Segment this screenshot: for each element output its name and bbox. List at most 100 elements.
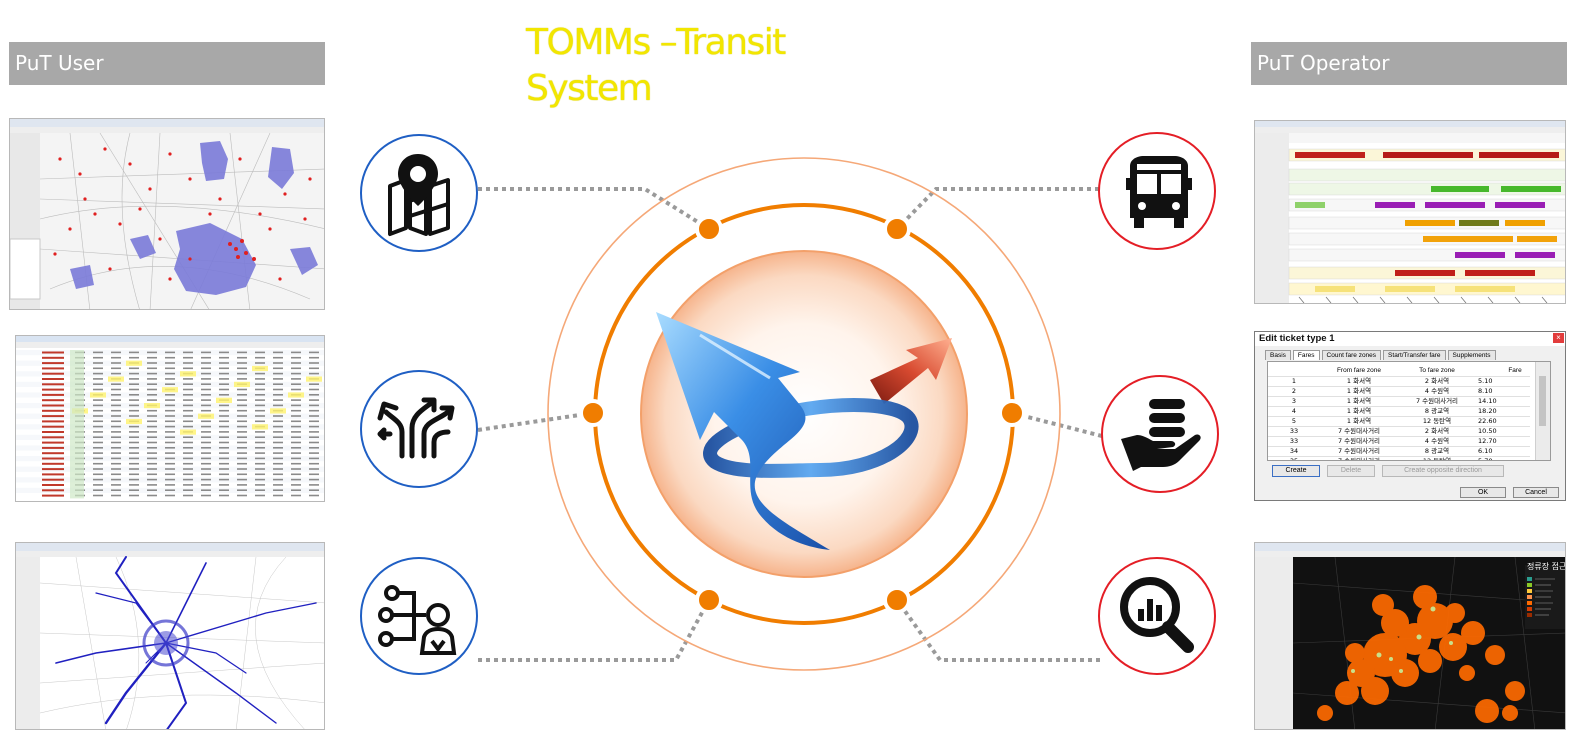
org-chart-person-icon [360,557,478,675]
fare-table-scrollbar[interactable] [1535,362,1550,460]
isochrone-map-graphic [10,119,324,309]
delete-button[interactable]: Delete [1327,465,1375,477]
fare-row-index: 3 [1291,397,1297,405]
fare-table-row[interactable]: 2 1 화서역 4 수원역 8.10 [1268,386,1530,396]
title-line-1: TOMMs –Transit [526,22,786,63]
dialog-tab[interactable]: Count fare zones [1321,350,1382,360]
fare-cell: 2 화서역 [1424,377,1450,385]
dialog-tab[interactable]: Supplements [1447,350,1496,360]
node-top-right [883,215,911,243]
header-put-user-label: PuT User [15,51,104,75]
map-pin-icon [360,134,478,252]
fare-row-index: 34 [1289,447,1299,455]
flow-bundle-graphic [16,543,324,729]
bus-icon [1098,132,1216,250]
connector-map [478,187,711,231]
fare-column-header: To fare zone [1419,367,1455,374]
fare-cell: 12.70 [1478,437,1497,445]
fare-cell: 14.10 [1478,397,1497,405]
connector-analysis [895,598,1100,662]
cancel-button-label: Cancel [1525,489,1547,496]
fare-cell: 8 광교역 [1424,447,1450,455]
fare-cell: 6.10 [1478,447,1493,455]
create-opposite-direction-label: Create opposite direction [1404,467,1482,474]
fare-row-index: 33 [1289,437,1299,445]
node-left [579,399,607,427]
fare-row-index: 2 [1291,387,1297,395]
delete-button-label: Delete [1340,467,1362,474]
title-line-2: System [526,68,653,109]
fare-cell: 18.20 [1478,407,1497,415]
ring-nodes [579,215,1026,614]
ok-button-label: OK [1477,489,1489,496]
fare-row-index: 1 [1291,377,1297,385]
fare-cell: 1 화서역 [1346,387,1372,395]
fare-cell: 7 수원대사거리 [1337,437,1381,445]
red-arrow [870,338,952,404]
route-arrows-icon [360,370,478,488]
create-opposite-direction-button[interactable]: Create opposite direction [1382,465,1504,477]
fare-cell: 1 화서역 [1346,407,1372,415]
fare-cell: 8.10 [1478,387,1493,395]
outer-ring [547,157,1061,671]
stop-dots [53,147,312,281]
connector-lines [477,187,1103,662]
fare-row-index: 33 [1289,427,1299,435]
blue-arrow [656,312,830,550]
fare-cell: 10.50 [1478,427,1497,435]
connector-bus [895,187,1099,231]
fare-table-row[interactable]: 33 7 수원대사거리 4 수원역 12.70 [1268,436,1530,446]
close-icon[interactable]: × [1553,333,1564,343]
fare-cell: 7 수원대사거리 [1415,397,1459,405]
heatmap-graphic [1255,543,1565,729]
diagram-title: TOMMs –Transit System [526,20,786,112]
fare-table-row[interactable]: 34 7 수원대사거리 8 광교역 6.10 [1268,446,1530,456]
fare-cell: 4 수원역 [1424,437,1450,445]
screenshot-accessibility-heatmap: 정류장 접근도 [1254,542,1566,730]
node-right [998,399,1026,427]
fare-cell: 12 동탄역 [1422,457,1452,461]
node-bottom-left [695,586,723,614]
fare-cell: 5.70 [1478,457,1493,461]
hand-coins-icon [1101,375,1219,493]
header-put-operator: PuT Operator [1251,42,1567,85]
create-button-label: Create [1285,467,1307,474]
fare-cell: 22.60 [1478,417,1497,425]
fare-cell: 7 수원대사거리 [1337,447,1381,455]
dialog-titlebar: Edit ticket type 1 × [1255,332,1565,346]
fare-cell: 5.10 [1478,377,1493,385]
fare-cell: 1 화서역 [1346,417,1372,425]
fare-cell: 8 광교역 [1424,407,1450,415]
connector-org [478,599,711,662]
scrollbar-thumb[interactable] [1539,376,1546,426]
fare-table-body: 1 1 화서역 2 화서역 5.10 2 1 화서역 4 수원역 8.10 3 1 화서역 7 수원… [1268,376,1530,461]
od-matrix-graphic [16,336,324,499]
header-put-operator-label: PuT Operator [1257,51,1390,75]
dialog-tab[interactable]: Basis [1265,350,1291,360]
ok-button[interactable]: OK [1460,487,1506,498]
fare-row-index: 5 [1291,417,1297,425]
fare-table-row[interactable]: 1 1 화서역 2 화서역 5.10 [1268,376,1530,386]
dialog-title: Edit ticket type 1 [1259,333,1335,344]
dialog-tab[interactable]: Start/Transfer fare [1383,350,1446,360]
fare-cell: 1 화서역 [1346,377,1372,385]
fare-cell: 4 수원역 [1424,387,1450,395]
transit-arrows-emblem [656,312,952,550]
create-button[interactable]: Create [1272,465,1320,477]
screenshot-flow-bundle-map [15,542,325,730]
blue-arrow-highlight [699,333,771,380]
dialog-tab[interactable]: Fares [1292,350,1320,360]
timetable-graphic [1255,121,1565,303]
cancel-button[interactable]: Cancel [1513,487,1559,498]
node-bottom-right [883,586,911,614]
